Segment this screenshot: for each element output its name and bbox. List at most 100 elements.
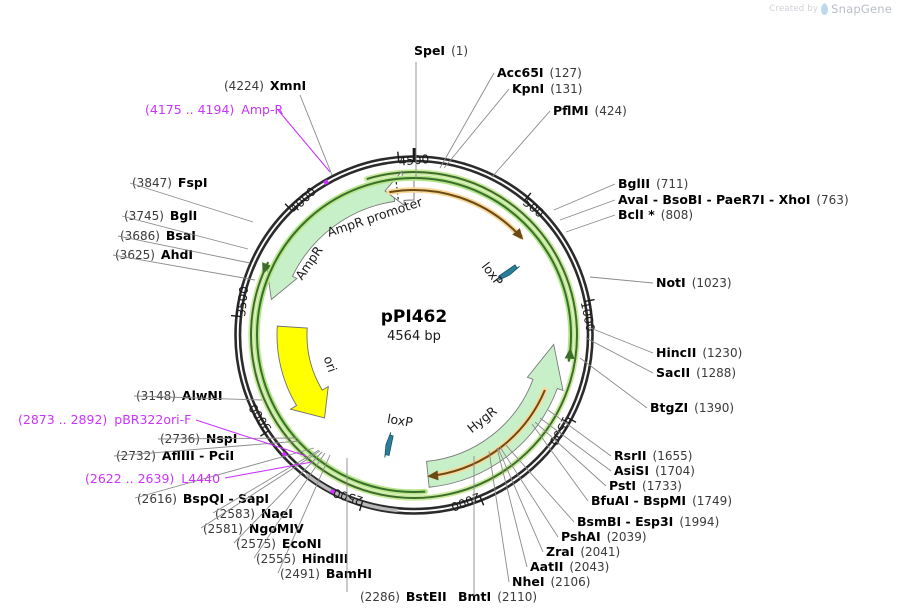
site-label-text[interactable]: (2732)AflIII - PciI [116, 448, 234, 463]
site-label-text[interactable]: (2581)NgoMIV [203, 521, 304, 536]
site-label-text[interactable]: ZraI(2041) [546, 544, 620, 559]
enzyme-name: BmtI [458, 589, 491, 604]
site-label-text[interactable]: AvaI - BsoBI - PaeR7I - XhoI(763) [618, 192, 849, 207]
site-label-text[interactable]: BmtI(2110) [458, 589, 537, 604]
site-label-text[interactable]: RsrII(1655) [614, 448, 692, 463]
site-label-text[interactable]: NheI(2106) [512, 574, 590, 589]
site-label-text[interactable]: SacII(1288) [656, 365, 736, 380]
primer-mark[interactable] [329, 488, 336, 495]
leader-line [559, 199, 616, 221]
primer-label[interactable]: (4175 .. 4194)Amp-R [145, 102, 283, 117]
site-label[interactable]: (3847)FspI [132, 175, 207, 190]
primer-l4440[interactable] [329, 488, 336, 495]
site-label-text[interactable]: BglII(711) [618, 176, 688, 191]
site-label[interactable]: AatII(2043) [530, 559, 609, 574]
site-label[interactable]: BfuAI - BspMI(1749) [591, 493, 732, 508]
primer-label-text[interactable]: (2873 .. 2892)pBR322ori-F [18, 412, 191, 427]
site-label[interactable]: PstI(1733) [609, 478, 682, 493]
site-label-text[interactable]: (3847)FspI [132, 175, 207, 190]
site-label[interactable]: (2581)NgoMIV [203, 521, 304, 536]
enzyme-name: BsaI [166, 228, 196, 243]
site-label-text[interactable]: SpeI(1) [414, 43, 468, 58]
primer-range: (4175 .. 4194) [145, 102, 234, 117]
site-label[interactable]: (2583)NaeI [215, 506, 293, 521]
site-label-text[interactable]: BfuAI - BspMI(1749) [591, 493, 732, 508]
feature-arrow[interactable] [276, 325, 329, 419]
enzyme-position: (2041) [580, 545, 620, 559]
site-label[interactable]: (3745)BglI [124, 208, 197, 223]
site-label[interactable]: (2575)EcoNI [236, 536, 322, 551]
site-label[interactable]: Acc65I(127) [497, 65, 582, 80]
site-label-text[interactable]: (2583)NaeI [215, 506, 293, 521]
site-label[interactable]: NotI(1023) [656, 275, 732, 290]
primer-label[interactable]: (2622 .. 2639)L4440 [85, 471, 220, 486]
site-label-text[interactable]: (4224)XmnI [224, 78, 306, 93]
site-label[interactable]: BclI *(808) [618, 207, 693, 222]
site-label[interactable]: PflMI(424) [553, 103, 627, 118]
site-label[interactable]: PshAI(2039) [561, 529, 647, 544]
site-label[interactable]: (2491) BamHI [280, 566, 372, 581]
site-label-text[interactable]: KpnI(131) [512, 81, 582, 96]
site-label[interactable]: HincII(1230) [656, 345, 742, 360]
site-label[interactable]: (3148)AlwNI [136, 388, 223, 403]
site-label-text[interactable]: (2555)HindIII [256, 551, 348, 566]
primer-range: (2873 .. 2892) [18, 412, 107, 427]
site-label[interactable]: (2555)HindIII [256, 551, 348, 566]
feature-loxp[interactable] [384, 432, 394, 458]
primer-label-text[interactable]: (4175 .. 4194)Amp-R [145, 102, 283, 117]
site-label[interactable]: ZraI(2041) [546, 544, 620, 559]
site-label-text[interactable]: PstI(1733) [609, 478, 682, 493]
site-label[interactable]: SacII(1288) [656, 365, 736, 380]
site-label[interactable]: (3625)AhdI [115, 247, 193, 262]
feature-ori[interactable] [276, 325, 329, 419]
site-label-text[interactable]: (2286)BstEII [360, 589, 447, 604]
enzyme-position: (1749) [692, 494, 732, 508]
site-label-text[interactable]: BclI *(808) [618, 207, 693, 222]
site-label-text[interactable]: BsmBI - Esp3I(1994) [577, 514, 719, 529]
primer-leader-line [277, 109, 331, 173]
site-label-text[interactable]: (3745)BglI [124, 208, 197, 223]
site-label[interactable]: AsiSI(1704) [614, 463, 695, 478]
enzyme-position: (2491) [280, 567, 320, 581]
site-label[interactable]: BglII(711) [618, 176, 688, 191]
site-label[interactable]: (2732)AflIII - PciI [116, 448, 234, 463]
primer-amp-r[interactable] [323, 179, 330, 186]
loxp-arrow[interactable] [384, 432, 394, 458]
site-label[interactable]: (3686)BsaI [120, 228, 196, 243]
leader-line [585, 337, 654, 374]
site-label-text[interactable]: NotI(1023) [656, 275, 732, 290]
site-label-text[interactable]: (3625)AhdI [115, 247, 193, 262]
primer-labels: (4175 .. 4194)Amp-R (2873 .. 2892)pBR322o… [18, 102, 283, 486]
site-label-text[interactable]: (2616)BspQI - SapI [137, 491, 269, 506]
site-label[interactable]: SpeI(1) [414, 43, 468, 58]
site-label[interactable]: BtgZI(1390) [650, 400, 734, 415]
site-label[interactable]: (2616)BspQI - SapI [137, 491, 269, 506]
site-label-text[interactable]: Acc65I(127) [497, 65, 582, 80]
site-label-text[interactable]: HincII(1230) [656, 345, 742, 360]
site-label-text[interactable]: (3686)BsaI [120, 228, 196, 243]
leader-line [565, 214, 616, 233]
feature-loxp[interactable] [497, 264, 520, 281]
enzyme-name: BamHI [326, 566, 372, 581]
site-label-text[interactable]: PshAI(2039) [561, 529, 647, 544]
site-label-text[interactable]: BtgZI(1390) [650, 400, 734, 415]
site-label[interactable]: BmtI(2110) [458, 589, 537, 604]
primer-label[interactable]: (2873 .. 2892)pBR322ori-F [18, 412, 191, 427]
site-label-text[interactable]: (3148)AlwNI [136, 388, 223, 403]
site-label[interactable]: RsrII(1655) [614, 448, 692, 463]
site-label-text[interactable]: PflMI(424) [553, 103, 627, 118]
loxp-arrow[interactable] [497, 264, 520, 281]
primer-label-text[interactable]: (2622 .. 2639)L4440 [85, 471, 220, 486]
primer-mark[interactable] [323, 179, 330, 186]
site-label[interactable]: BsmBI - Esp3I(1994) [577, 514, 719, 529]
site-label-text[interactable]: (2491) BamHI [280, 566, 372, 581]
site-label[interactable]: (2286)BstEII [360, 589, 447, 604]
site-label[interactable]: (4224)XmnI [224, 78, 306, 93]
site-label-text[interactable]: AsiSI(1704) [614, 463, 695, 478]
enzyme-position: (3148) [136, 389, 176, 403]
site-label-text[interactable]: (2575)EcoNI [236, 536, 322, 551]
site-label[interactable]: AvaI - BsoBI - PaeR7I - XhoI(763) [618, 192, 849, 207]
site-label[interactable]: KpnI(131) [512, 81, 582, 96]
site-label[interactable]: NheI(2106) [512, 574, 590, 589]
site-label-text[interactable]: AatII(2043) [530, 559, 609, 574]
